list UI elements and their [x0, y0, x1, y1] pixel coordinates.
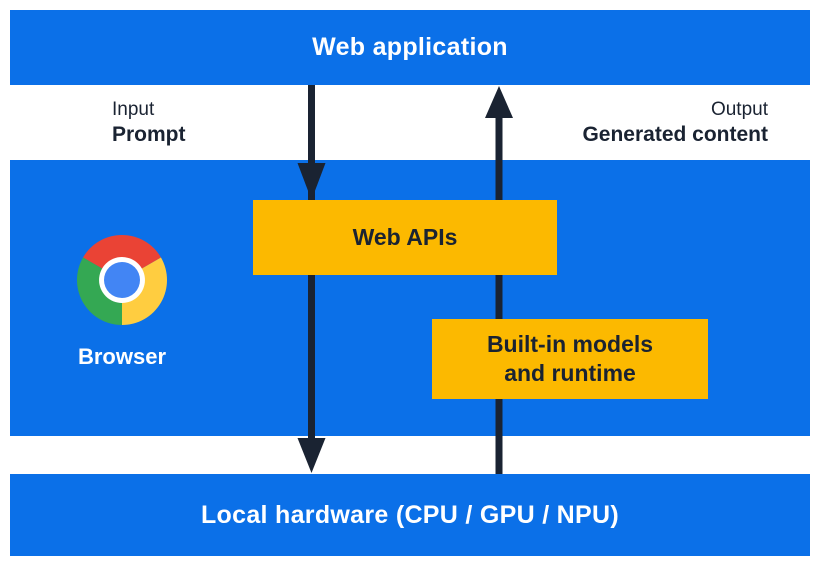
web-apis-box: Web APIs	[253, 200, 557, 275]
input-label-group: Input Prompt	[112, 98, 186, 147]
output-label-group: Output Generated content	[582, 98, 768, 147]
input-arrow-head-to-hardware	[297, 438, 326, 473]
chrome-icon	[77, 235, 167, 325]
input-title: Input	[112, 99, 155, 120]
output-subtitle: Generated content	[582, 123, 768, 146]
output-arrow-head-to-web-application	[485, 86, 513, 118]
built-in-models-label-line1: Built-in models	[486, 331, 654, 357]
input-subtitle: Prompt	[112, 123, 186, 146]
output-title: Output	[710, 99, 768, 120]
local-hardware-label: Local hardware (CPU / GPU / NPU)	[200, 500, 619, 529]
web-application-label: Web application	[312, 33, 508, 61]
browser-label: Browser	[77, 344, 167, 369]
chrome-icon-blue-center	[104, 262, 140, 298]
local-hardware-layer: Local hardware (CPU / GPU / NPU)	[10, 474, 810, 556]
web-apis-label: Web APIs	[352, 224, 458, 250]
built-in-models-box: Built-in models and runtime	[432, 319, 708, 399]
web-application-layer: Web application	[10, 10, 810, 85]
built-in-models-label-line2: and runtime	[504, 360, 636, 386]
